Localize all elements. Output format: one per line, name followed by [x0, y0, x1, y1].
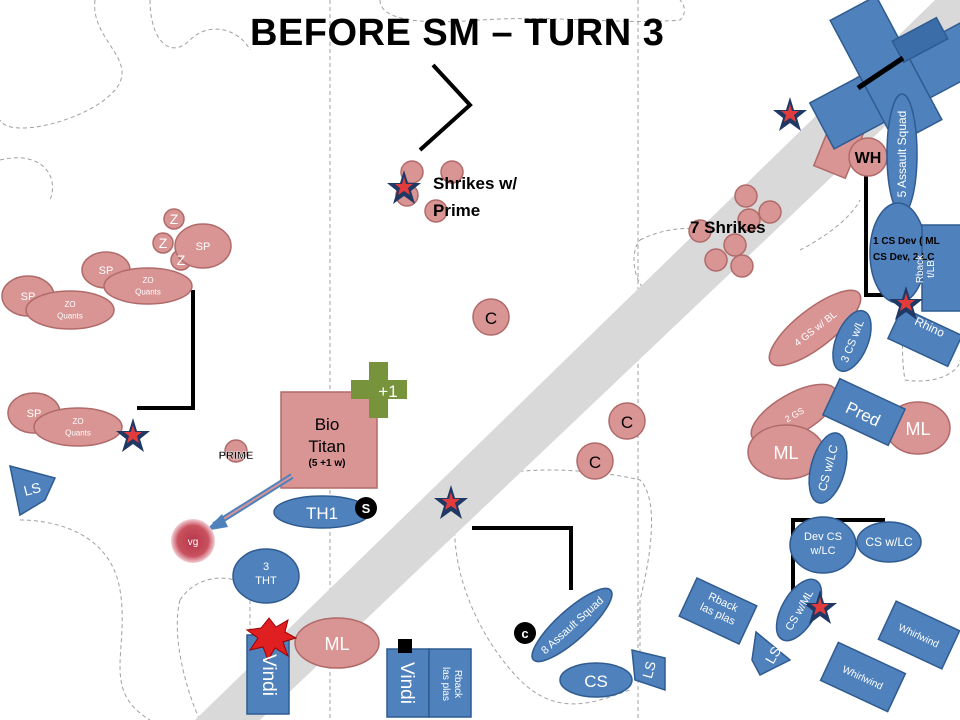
cs-wlc-b-label: CS w/LC: [865, 535, 913, 549]
three-tht-label: 3 THT: [255, 561, 277, 587]
vg-token: [171, 519, 215, 563]
vg-arrow: [205, 473, 294, 531]
shrikes-prime-label: Shrikes w/ Prime: [433, 174, 518, 220]
dev-cs-wlc-label: Dev CS w/LC: [804, 531, 842, 557]
assault5-label: 5 Assault Squad: [895, 111, 909, 198]
z-label-3: Z: [177, 252, 186, 268]
ls-a-label: LS: [22, 479, 43, 499]
square-marker: [398, 639, 412, 653]
cs-label: CS: [584, 672, 608, 691]
th1-label: TH1: [306, 504, 338, 523]
objective-stars: [116, 97, 923, 624]
ls-c-label: LS: [639, 659, 659, 680]
s-marker: [355, 497, 377, 519]
wh-label: WH: [855, 150, 882, 167]
sp-label-4: SP: [27, 408, 42, 420]
ml-label-mid: ML: [773, 443, 798, 463]
vindi-a-label: Vindi: [258, 654, 279, 696]
cs-dev-label: 1 CS Dev ( ML CS Dev, 2 LC: [873, 236, 940, 263]
vg-label: vg: [188, 537, 199, 548]
c-small-label: c: [521, 626, 528, 641]
plus-one-bonus: [351, 362, 407, 418]
sp-label-2: SP: [196, 241, 211, 253]
sp-label-3: SP: [21, 291, 36, 303]
c-marker: [514, 622, 536, 644]
page-title: BEFORE SM – TURN 3: [250, 12, 665, 54]
rback-tlb-label: Rback t/LB: [915, 254, 938, 284]
s-label: S: [362, 501, 371, 516]
c-label-3: C: [589, 453, 601, 472]
c-label-2: C: [621, 413, 633, 432]
z-label-1: Z: [170, 211, 179, 227]
bio-titan-name: Bio Titan: [308, 415, 346, 456]
c-label-1: C: [485, 309, 497, 328]
marine-units: [9, 0, 960, 718]
ls-b-label: LS: [762, 644, 784, 667]
rback-las-2-label: Rback las plas: [440, 667, 463, 701]
ml-label-right: ML: [905, 419, 930, 439]
seven-shrikes-label: 7 Shrikes: [690, 218, 766, 237]
sp-label-1: SP: [99, 265, 114, 277]
vindi-b-label: Vindi: [396, 662, 417, 704]
explosion-icon: [245, 617, 298, 662]
prime-label: PRIME: [219, 450, 254, 462]
plus-one-label: +1: [378, 382, 397, 401]
ml-label-bottom: ML: [324, 634, 349, 654]
bio-titan-label: Bio Titan (5 +1 w): [292, 414, 362, 470]
walls: [137, 63, 905, 600]
bio-titan-wounds: (5 +1 w): [308, 458, 346, 469]
z-label-2: Z: [159, 235, 168, 251]
